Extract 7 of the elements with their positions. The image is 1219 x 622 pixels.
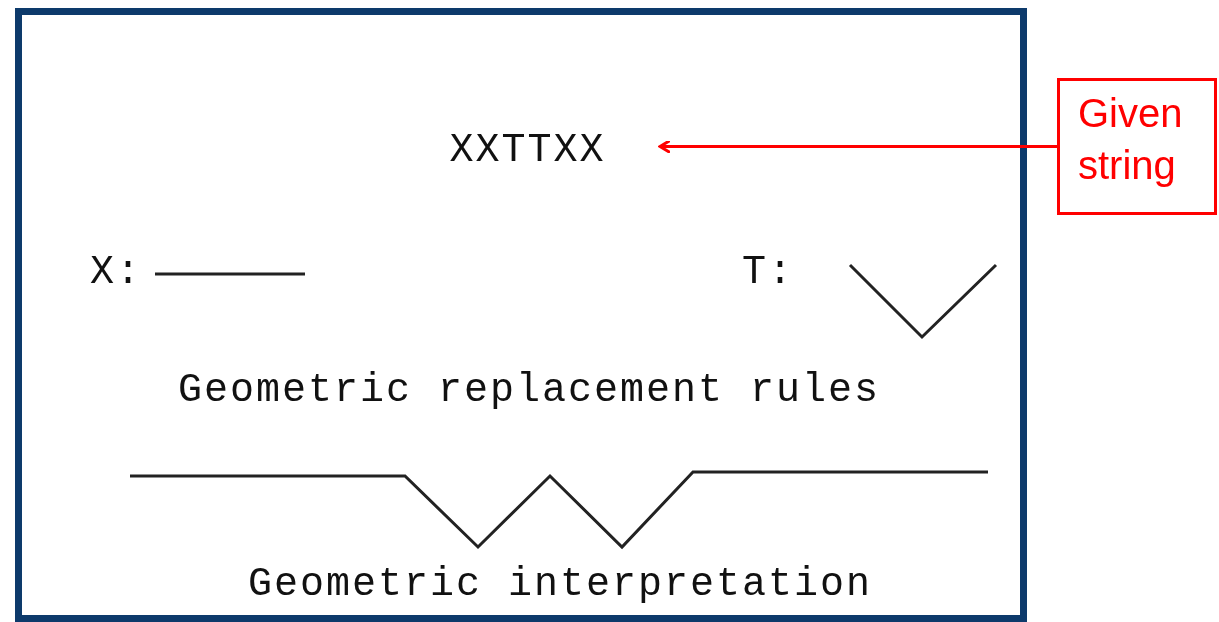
symbol-label: X:	[90, 250, 142, 296]
caption-text: Geometric replacement rules	[178, 368, 881, 414]
arrow	[658, 139, 1057, 154]
caption-text: Geometric interpretation	[248, 562, 873, 608]
callout-box: Given string	[1057, 78, 1217, 215]
symbol-label: T:	[742, 250, 794, 296]
string-text: XXTTXX	[395, 124, 660, 176]
